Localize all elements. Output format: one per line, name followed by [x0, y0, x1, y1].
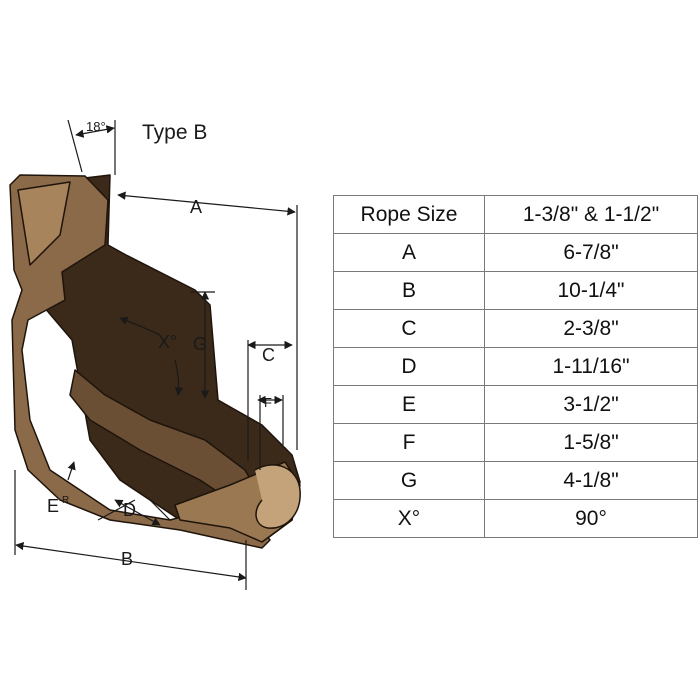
row-value: 2-3/8" [484, 309, 698, 348]
row-label: G [333, 461, 485, 500]
table-row: F 1-5/8" [333, 423, 698, 462]
label-e-superscript: R [62, 495, 69, 506]
dimension-labels: 18° Type B A X° G C F E R D B [47, 119, 275, 569]
casting-side-face [29, 174, 301, 541]
dimension-lines [14, 119, 298, 590]
table-row: C 2-3/8" [333, 309, 698, 348]
label-b: B [121, 549, 133, 569]
table-row: B 10-1/4" [333, 271, 698, 310]
row-value: 1-11/16" [484, 347, 698, 386]
header-rope-size: Rope Size [333, 195, 485, 234]
row-value: 90° [484, 499, 698, 538]
rope-size-table: Rope Size 1-3/8" & 1-1/2" A 6-7/8" B 10-… [333, 195, 698, 538]
label-x: X° [158, 332, 177, 352]
table-row: A 6-7/8" [333, 233, 698, 272]
row-label: B [333, 271, 485, 310]
table-row: E 3-1/2" [333, 385, 698, 424]
label-a: A [190, 197, 202, 217]
row-label: F [333, 423, 485, 462]
casting-top-notch [17, 181, 71, 266]
header-size-value: 1-3/8" & 1-1/2" [484, 195, 698, 234]
label-g: G [193, 334, 207, 354]
row-label: X° [333, 499, 485, 538]
table-row: X° 90° [333, 499, 698, 538]
type-label: Type B [142, 121, 207, 144]
row-value: 10-1/4" [484, 271, 698, 310]
row-label: A [333, 233, 485, 272]
row-label: E [333, 385, 485, 424]
part-diagram: 18° Type B A X° G C F E R D B [9, 119, 301, 590]
label-e: E [47, 496, 59, 516]
casting-illustration [9, 174, 301, 549]
label-c: C [262, 345, 275, 365]
table-row: D 1-11/16" [333, 347, 698, 386]
table-row: G 4-1/8" [333, 461, 698, 500]
row-value: 6-7/8" [484, 233, 698, 272]
row-label: C [333, 309, 485, 348]
row-value: 4-1/8" [484, 461, 698, 500]
row-value: 3-1/2" [484, 385, 698, 424]
row-label: D [333, 347, 485, 386]
table-header-row: Rope Size 1-3/8" & 1-1/2" [333, 195, 698, 234]
casting-groove-curl [254, 464, 301, 529]
angle-label: 18° [86, 119, 106, 134]
row-value: 1-5/8" [484, 423, 698, 462]
label-d: D [123, 500, 136, 520]
label-f: F [264, 395, 272, 410]
